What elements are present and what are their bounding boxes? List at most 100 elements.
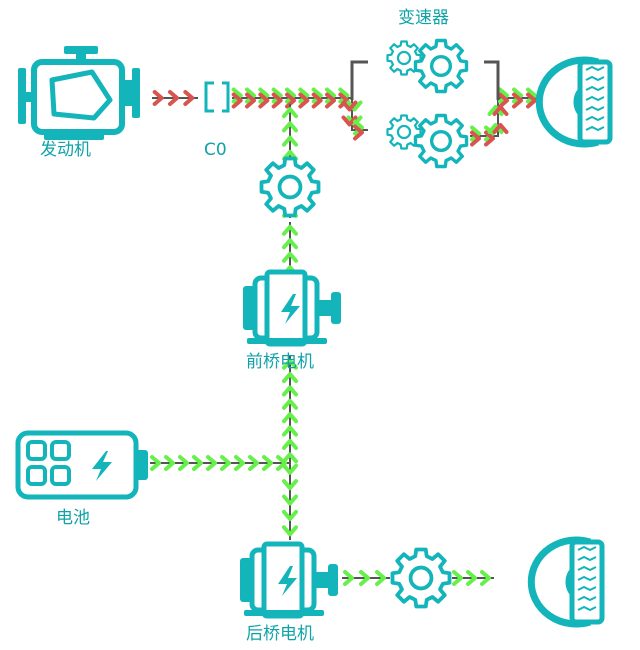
flow-chevron [526,92,537,109]
engine-icon [18,46,140,140]
flow-chevron [164,455,175,471]
flow-chevron [282,251,298,263]
flow-chevron [282,107,298,119]
flow-bus-to-rear-motor [282,463,298,540]
flow-chevron [359,570,370,586]
flow-chevron [282,149,298,161]
flow-chevron [183,90,195,106]
flow-clutch-to-gearbox [231,87,352,109]
flow-chevron [298,92,310,109]
flow-chevron [487,123,504,134]
flow-chevron [484,130,495,147]
flow-chevron [498,87,509,104]
flow-chevron [282,224,298,236]
flow-chevron [220,455,231,471]
flow-gearbox-upper [341,100,368,141]
flow-gearbox-to-front-wheel [498,87,540,109]
flow-chevron [282,412,298,424]
flow-battery-to-bus [150,455,290,471]
gearbox-icon [350,38,500,169]
flow-chevron [150,455,161,471]
flow-chevron [282,479,298,491]
flow-chevron [282,135,298,147]
flow-layer [150,87,540,586]
flow-chevron [282,509,298,521]
flow-chevron [325,92,336,109]
flow-chevron [262,455,273,471]
flow-chevron [234,455,245,471]
flow-chevron [282,452,298,464]
flow-chevron [282,372,298,384]
rear-wheel-icon [531,540,602,624]
flow-chevron [343,570,354,586]
flow-bus-to-front-motor [282,356,298,464]
flow-chevron [282,463,298,475]
flow-chevron [341,115,358,127]
flow-chevron [487,105,504,116]
flow-chevron [512,87,523,104]
flow-chevron [271,92,283,109]
battery-label: 电池 [56,508,90,528]
flow-chevron [282,238,298,250]
flow-chevron [353,119,364,136]
clutch-icon [204,81,230,113]
front-motor-icon [243,272,341,344]
flow-engine-to-clutch [152,90,198,106]
flow-chevron [282,525,298,537]
gearbox-label: 变速器 [398,8,449,28]
front-motor-label: 前桥电机 [246,352,314,372]
battery-icon [15,430,148,500]
flow-chevron [346,100,363,112]
flow-chevron [231,92,243,109]
flow-chevron [512,92,523,109]
flow-chevron [480,570,491,586]
flow-chevron [498,92,509,109]
flow-chevron [466,570,477,586]
flow-chevron [282,385,298,397]
front-gear-icon [259,156,321,218]
flow-chevron [282,358,298,370]
front-wheel-icon [539,60,610,144]
flow-chevron [152,90,164,106]
rear-gear-icon [390,547,452,609]
flow-chevron [338,87,350,104]
clutch-label: C0 [204,140,227,160]
rear-motor-icon [240,544,338,616]
flow-chevron [341,100,358,112]
flow-chevron [282,494,298,506]
flow-front-motor-to-gear [282,222,298,277]
flow-chevron [452,570,463,586]
rear-motor-label: 后桥电机 [246,624,314,644]
flow-chevron [271,87,283,104]
flow-chevron [168,90,179,106]
flow-chevron [282,438,298,450]
flow-chevron [375,570,386,586]
flow-rear-motor-to-gear [342,570,390,586]
flow-chevron [470,125,481,142]
flow-chevron [311,87,323,104]
flow-chevron [248,455,259,471]
flow-chevron [298,87,310,104]
flow-chevron [258,87,270,104]
flow-chevron [258,92,270,109]
flow-chevron [470,130,481,147]
flow-chevron [245,87,256,104]
flow-chevron [325,87,336,104]
flow-chevron [245,92,256,109]
flow-chevron [178,455,189,471]
flow-chevron [206,455,217,471]
flow-chevron [526,87,537,104]
flow-chevron [311,92,323,109]
flow-line [351,100,368,131]
flow-chevron [231,87,243,104]
flow-chevron [192,455,203,471]
engine-label: 发动机 [40,140,91,160]
flow-chevron [282,398,298,410]
flow-chevron [484,125,495,142]
flow-chevron [282,121,298,133]
flow-rear-gear-to-wheel [452,570,494,586]
flow-chevron [346,115,363,127]
flow-chevron [353,124,364,141]
